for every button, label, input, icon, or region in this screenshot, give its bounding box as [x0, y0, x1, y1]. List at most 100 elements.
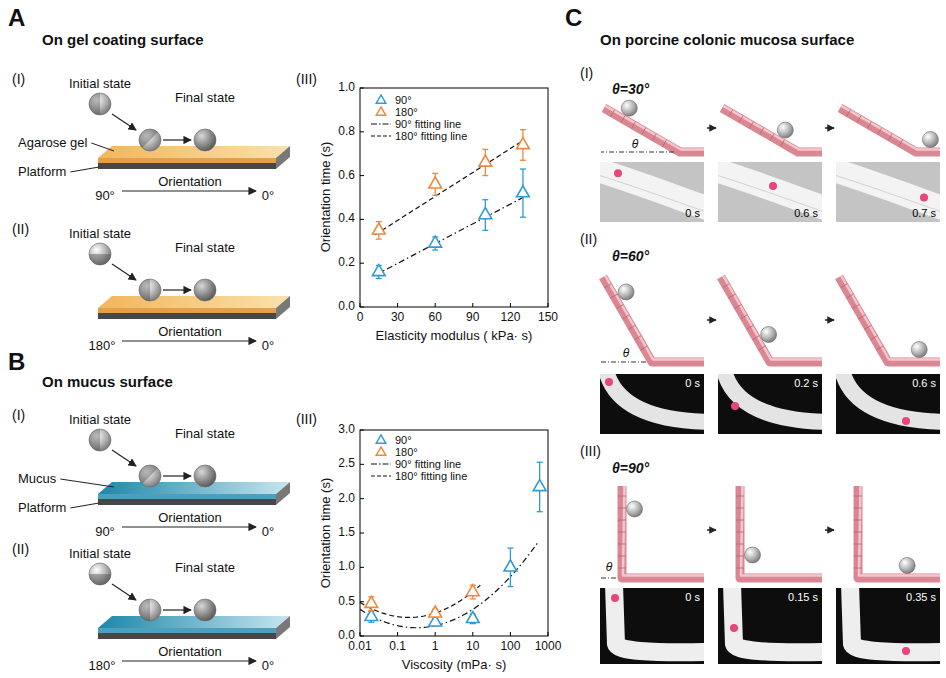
- error-cap: [537, 462, 543, 463]
- orientation-schematic: [89, 429, 290, 527]
- orientation-schematic: [89, 93, 290, 191]
- orientation-mark: [134, 460, 157, 483]
- error-cap: [432, 195, 438, 196]
- tick: [360, 632, 361, 636]
- mucosa-fold: [736, 508, 744, 509]
- error-cap: [520, 217, 526, 218]
- error-cap: [432, 249, 438, 250]
- mucosa-fold: [736, 496, 744, 497]
- legend-symbol: [370, 94, 392, 106]
- mucosa-fold: [854, 508, 862, 509]
- arrow: [707, 319, 716, 321]
- mucosa-fold: [741, 315, 748, 319]
- sphere: [922, 132, 938, 148]
- part-label: Platform: [18, 501, 66, 515]
- orientation-mark: [89, 93, 100, 115]
- subpanel-number: (I): [580, 66, 593, 81]
- error-cap: [482, 149, 488, 150]
- tick-label: 90: [466, 311, 479, 324]
- subpanel-number: (III): [296, 72, 317, 87]
- sphere: [194, 465, 216, 487]
- leader-line: [70, 503, 99, 508]
- tilt-illustration: [854, 486, 940, 578]
- time-stamp: 0 s: [685, 207, 700, 219]
- data-point: [365, 609, 378, 620]
- tick-label: 1.5: [338, 526, 355, 539]
- tick: [360, 498, 364, 499]
- sphere: [89, 243, 111, 265]
- tick-label: 0.1: [389, 640, 406, 653]
- mucus-layer: [98, 616, 290, 628]
- tick: [360, 131, 364, 132]
- legend-entry: 180°: [370, 106, 418, 118]
- mucosa-fold: [618, 496, 626, 497]
- tick: [360, 263, 364, 264]
- data-point: [517, 186, 530, 197]
- fitting-line: [375, 141, 523, 235]
- photo-frame: 0 s: [600, 162, 704, 222]
- legend-symbol: [370, 434, 392, 446]
- tick-label: 2.0: [338, 492, 355, 505]
- tick: [360, 303, 361, 307]
- platform: [98, 633, 276, 639]
- tick: [360, 533, 364, 534]
- legend-symbol: [370, 118, 392, 130]
- data-point: [533, 480, 546, 491]
- tick: [548, 303, 549, 307]
- mucosa-fold: [753, 336, 760, 340]
- legend-symbol: [370, 470, 392, 482]
- mucosa-fold: [847, 294, 854, 298]
- data-point: [466, 585, 479, 596]
- tick-label: 3.0: [338, 423, 355, 436]
- mucosa-fold: [859, 315, 866, 319]
- tick-label: 0.6: [338, 169, 355, 182]
- platform-side: [276, 146, 290, 169]
- mucosa-surface: [841, 106, 940, 150]
- error-cap: [470, 598, 476, 599]
- mucosa-fold: [871, 336, 878, 340]
- arrow-label: Orientation: [158, 175, 222, 189]
- error-cap: [520, 168, 526, 169]
- mucosa-surface: [741, 486, 822, 576]
- data-point: [372, 223, 385, 234]
- capsule-dot: [731, 402, 739, 410]
- photo-frame: 0.35 s: [836, 588, 940, 664]
- arrow: [112, 264, 136, 280]
- mucosa-fold: [736, 532, 744, 533]
- horizontal-reference: [601, 362, 646, 363]
- tissue: [606, 374, 704, 422]
- subpanel-number: (III): [580, 444, 601, 459]
- sphere: [194, 599, 216, 621]
- tick-label: 2.5: [338, 458, 355, 471]
- mucosa-fold: [759, 346, 766, 350]
- capsule-dot: [920, 194, 928, 202]
- tick: [510, 632, 511, 636]
- error-cap: [376, 238, 382, 239]
- photo-frame: 0.6 s: [718, 162, 822, 222]
- angle-label: 0°: [262, 659, 274, 673]
- gel-layer: [98, 296, 290, 308]
- sphere: [139, 599, 161, 621]
- legend-entry: 180°: [370, 446, 418, 458]
- panel-letter: B: [8, 349, 25, 375]
- state-label: Final state: [175, 91, 235, 105]
- data-point: [479, 208, 492, 219]
- mucosa-surface: [605, 276, 704, 360]
- leader-line: [91, 143, 114, 151]
- arrow: [825, 529, 834, 531]
- arrow: [163, 609, 191, 610]
- mucosa-fold: [854, 532, 862, 533]
- sphere: [89, 563, 111, 585]
- data-point: [429, 606, 442, 617]
- time-stamp: 0.2 s: [794, 377, 818, 389]
- orientation-mark: [139, 279, 150, 301]
- tick: [360, 636, 364, 637]
- tick: [360, 601, 364, 602]
- photo-frame: 0.7 s: [836, 162, 940, 222]
- orientation-schematic: [89, 243, 290, 341]
- arrow-label: Orientation: [158, 645, 222, 659]
- mucosa-fold: [618, 520, 626, 521]
- tick-label: 1.0: [338, 561, 355, 574]
- mucosa-surface: [841, 276, 940, 360]
- tick: [360, 88, 364, 89]
